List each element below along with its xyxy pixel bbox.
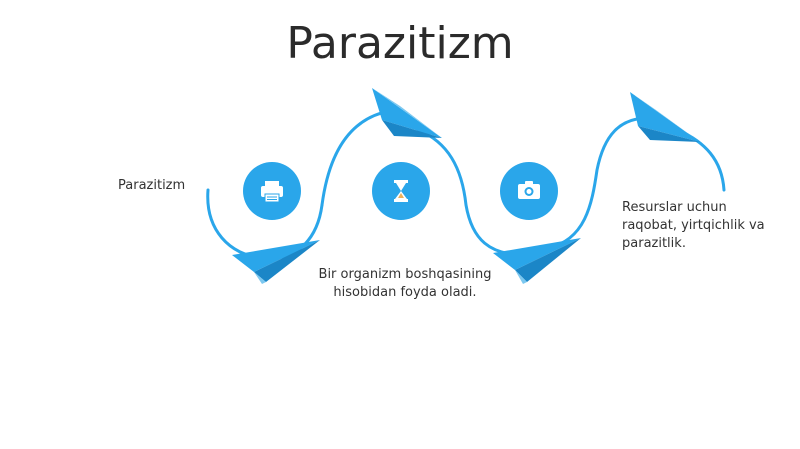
wave-path-2 bbox=[320, 110, 387, 207]
printer-circle bbox=[243, 162, 301, 220]
camera-icon bbox=[518, 181, 540, 199]
middle-label-line-2: hisobidan foyda oladi. bbox=[333, 285, 477, 300]
middle-label-line-1: Bir organizm boshqasining bbox=[318, 267, 492, 282]
camera-circle bbox=[500, 162, 558, 220]
hourglass-icon bbox=[394, 180, 408, 202]
middle-label: Bir organizm boshqasining hisobidan foyd… bbox=[300, 266, 510, 302]
printer-icon bbox=[261, 181, 283, 203]
wave-path-4 bbox=[546, 116, 650, 250]
wave-path-3 bbox=[416, 128, 527, 257]
paper-plane-icon bbox=[232, 240, 320, 284]
hourglass-circle bbox=[372, 162, 430, 220]
right-label-line-1: Resurslar uchun bbox=[622, 200, 727, 215]
left-label: Parazitizm bbox=[118, 178, 186, 193]
paper-plane-icon bbox=[372, 88, 442, 138]
slide-title: Parazitizm bbox=[286, 18, 514, 69]
paper-plane-icon bbox=[630, 92, 700, 142]
right-label-line-2: raqobat, yirtqichlik va bbox=[622, 218, 765, 233]
right-label-line-3: parazitlik. bbox=[622, 236, 686, 251]
paper-plane-icon bbox=[493, 238, 581, 284]
right-label: Resurslar uchun raqobat, yirtqichlik va … bbox=[622, 199, 792, 253]
